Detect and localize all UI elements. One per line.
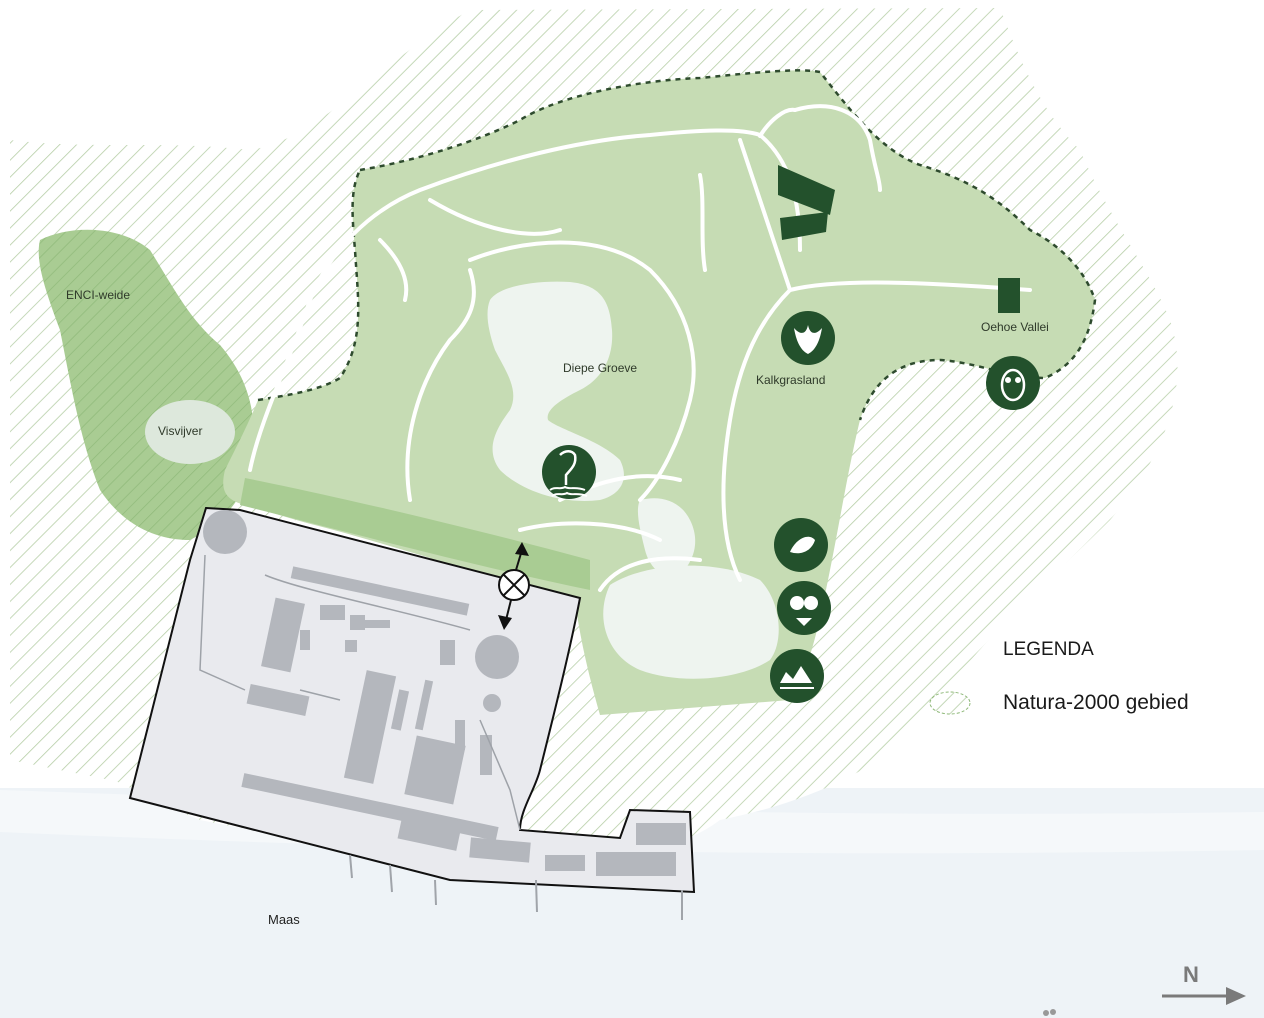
legend-natura-swatch xyxy=(929,691,971,715)
owl-icon xyxy=(986,356,1040,410)
lower-ponds xyxy=(603,565,779,679)
river-piers xyxy=(349,854,683,920)
legend-title: LEGENDA xyxy=(1003,639,1094,660)
dark-structures xyxy=(778,165,1020,313)
bat-icon xyxy=(781,311,835,365)
north-label: N xyxy=(1183,962,1199,987)
legend-natura-label: Natura-2000 gebied xyxy=(1003,691,1189,714)
diepe-groeve-water xyxy=(487,281,624,501)
industrial-buildings xyxy=(203,510,686,876)
label-maas: Maas xyxy=(268,912,300,927)
label-diepe-groeve: Diepe Groeve xyxy=(563,361,637,375)
crossing-icon xyxy=(498,542,530,630)
heron-icon xyxy=(542,445,596,499)
label-visvijver: Visvijver xyxy=(158,424,202,438)
label-kalkgrasland: Kalkgrasland xyxy=(756,373,825,387)
butterfly-plant-icon xyxy=(777,581,831,635)
label-enci-weide: ENCI-weide xyxy=(66,288,130,302)
landscape-icon xyxy=(770,649,824,703)
label-oehoe-vallei: Oehoe Vallei xyxy=(981,320,1049,334)
north-arrow-icon: N xyxy=(1162,962,1246,1005)
visvijver-pond xyxy=(145,400,235,464)
bird-icon xyxy=(774,518,828,572)
legend: LEGENDA Natura-2000 gebied xyxy=(929,639,1189,715)
industrial-site xyxy=(128,506,696,894)
